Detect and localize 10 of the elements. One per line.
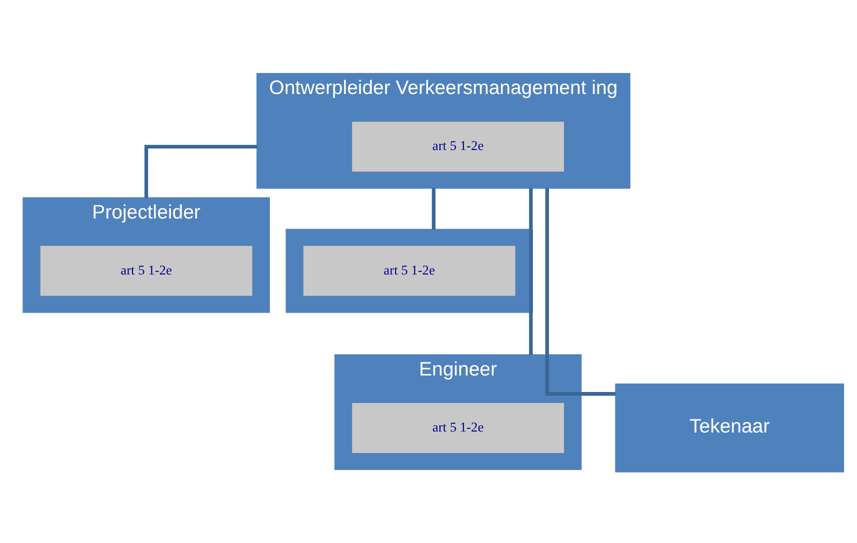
node-box: art 5 1-2e bbox=[352, 122, 564, 172]
node-box: art 5 1-2e bbox=[352, 403, 564, 453]
connector bbox=[545, 188, 616, 396]
connector bbox=[432, 188, 436, 230]
cluster bbox=[286, 228, 533, 313]
node-box: Tekenaar bbox=[615, 384, 844, 472]
node-box: art 5 1-2e bbox=[40, 246, 252, 296]
node-box: art 5 1-2e bbox=[303, 246, 516, 296]
connector bbox=[144, 144, 258, 198]
connector bbox=[529, 188, 533, 355]
